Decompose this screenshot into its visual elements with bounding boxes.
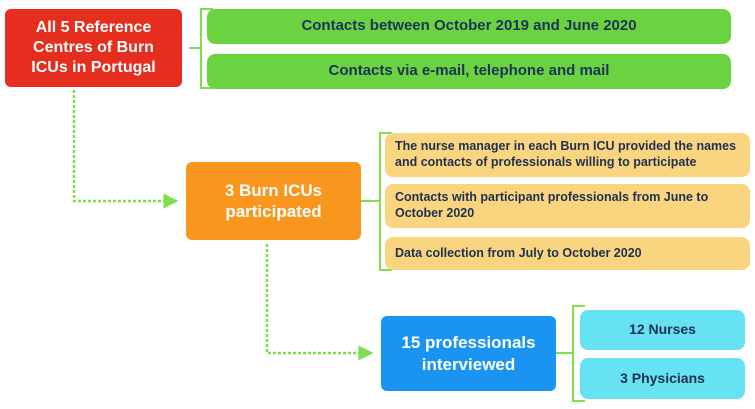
nurses-box: 12 Nurses: [580, 310, 745, 350]
contacts-period-box: Contacts between October 2019 and June 2…: [207, 9, 731, 44]
arrow-participated-to-interviewed: [265, 244, 374, 361]
contacts-participants-box: Contacts with participant professionals …: [385, 184, 750, 228]
bracket-top: [189, 8, 213, 89]
data-collection-box: Data collection from July to October 202…: [385, 237, 750, 270]
bracket-middle: [361, 132, 392, 271]
physicians-box: 3 Physicians: [580, 358, 745, 399]
bracket-bottom: [556, 305, 585, 402]
centres-box: All 5 Reference Centres of Burn ICUs in …: [5, 9, 182, 87]
arrow-centres-to-participated: [72, 90, 179, 209]
interviewed-box: 15 professionals interviewed: [381, 316, 556, 391]
contacts-via-box: Contacts via e-mail, telephone and mail: [207, 54, 731, 89]
participated-box: 3 Burn ICUs participated: [186, 162, 361, 240]
nurse-manager-box: The nurse manager in each Burn ICU provi…: [385, 133, 750, 177]
